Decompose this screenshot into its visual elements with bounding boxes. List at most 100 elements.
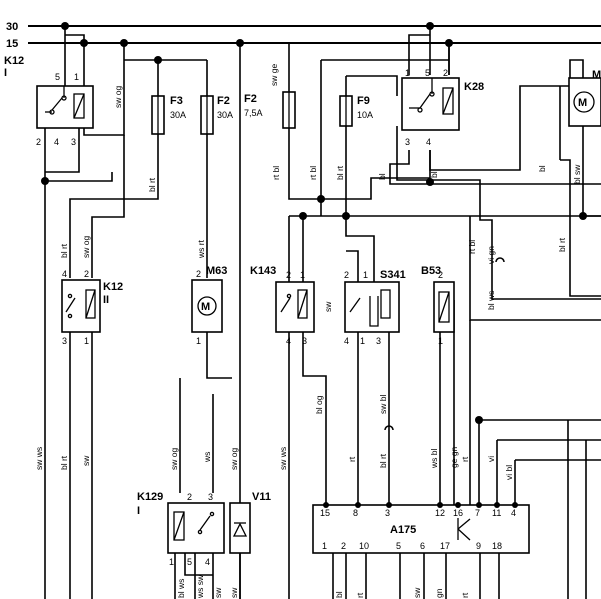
wire-ge-gn: ge gn (449, 446, 459, 468)
bus-15: 15 (6, 38, 601, 50)
f2a-name: F2 (217, 95, 230, 107)
a175-top-pin-15: 15 (320, 508, 330, 518)
f3-name: F3 (170, 95, 183, 107)
k12-ii-pin4: 4 (62, 269, 67, 279)
wire-rt-bl-b: rt bl (308, 166, 318, 180)
a175-bot-pin-5: 5 (396, 541, 401, 551)
k12-ii-pin3: 3 (62, 336, 67, 346)
wire-ws-m63: ws (202, 452, 212, 463)
k28-pin5: 5 (425, 68, 430, 78)
wire-bl-rt-right: bl rt (557, 237, 567, 252)
wire-sw-s341: sw (323, 301, 333, 312)
a175-bot-pin-17: 17 (440, 541, 450, 551)
k129-pin4: 4 (205, 557, 210, 567)
wire-ws-bl: ws bl (429, 449, 439, 469)
k12-ii-name: K12 (103, 281, 123, 293)
a175-top-pin-11: 11 (492, 508, 501, 518)
wire-ws-rt: ws rt (196, 239, 206, 259)
wire-sw-ws-k143: sw ws (278, 447, 288, 470)
wire-bl-right: bl (537, 165, 547, 172)
bus-30-label: 30 (6, 21, 18, 33)
wire-bot-gn: gn (434, 588, 444, 598)
k143-pin2: 2 (286, 270, 291, 280)
f9-rating: 10A (357, 110, 373, 120)
wire-bl-rt-f9: bl rt (335, 165, 345, 180)
b53-name: B53 (421, 265, 441, 277)
wire-sw-bl: sw bl (378, 395, 388, 414)
a175-top-pin-8: 8 (353, 508, 358, 518)
s341-pin4: 4 (344, 336, 349, 346)
a175-bot-pin-10: 10 (359, 541, 369, 551)
a175-top-pin-3: 3 (385, 508, 390, 518)
fuse-f9: F9 10A (339, 95, 373, 127)
k28-pin3: 3 (405, 137, 410, 147)
k12-ii-sub: II (103, 294, 109, 306)
wire-bot-bl: bl (334, 591, 344, 598)
wire-bl-og: bl og (314, 395, 324, 414)
wire-rt-mid: rt (347, 456, 357, 462)
bus-30: 30 (6, 21, 601, 33)
a175-name: A175 (390, 524, 416, 536)
b53-pin2: 2 (438, 270, 443, 280)
f3-rating: 30A (170, 110, 186, 120)
k129-pin1: 1 (169, 557, 174, 567)
relay-k28: K28 1 5 2 3 4 (401, 68, 484, 147)
a175-bot-pin-6: 6 (420, 541, 425, 551)
a175-bot-pin-2: 2 (341, 541, 346, 551)
f2b-rating: 7,5A (244, 108, 263, 118)
v11-name: V11 (252, 491, 271, 503)
wire-bl-ws: bl ws (486, 291, 496, 310)
wire-sw-ws-left: sw ws (34, 447, 44, 470)
wire-sw-ge: sw ge (269, 64, 279, 86)
k129-name: K129 (137, 491, 163, 503)
wire-bl-k28: bl (429, 171, 439, 178)
m63-glyph: M (201, 301, 210, 313)
wire-bot-ws-sw: ws sw (195, 574, 205, 599)
relay-k129-i: K129 I 2 3 1 5 4 (137, 491, 225, 567)
k12-i-pin3: 3 (71, 137, 76, 147)
wire-bl-rt-f3: bl rt (147, 177, 157, 192)
k12-i-pin4: 4 (54, 137, 59, 147)
wire-vi-gn: vi gn (486, 246, 496, 264)
k143-pin3: 3 (302, 336, 307, 346)
sensor-b53: B53 2 1 (421, 265, 455, 346)
k12-ii-pin2: 2 (84, 269, 89, 279)
wire-bl-rt-a175: bl rt (378, 453, 388, 468)
k129-pin3: 3 (208, 492, 213, 502)
f9-name: F9 (357, 95, 370, 107)
f2b-name: F2 (244, 93, 257, 105)
wire-sw-og-top: sw og (113, 86, 123, 108)
m63-name: M63 (206, 265, 227, 277)
a175-pin-dots (323, 502, 518, 508)
a175-bot-pin-18: 18 (492, 541, 502, 551)
wire-color-labels: sw og sw ge bl rt bl rt sw og ws rt rt b… (34, 64, 582, 599)
module-a175: A175 15 8 3 12 16 7 11 4 1 2 10 5 6 17 9… (312, 504, 530, 554)
switch-s341: S341 2 1 4 1 3 (344, 269, 406, 346)
wire-bot-sw-k129: sw (213, 587, 223, 598)
a175-top-pin-12: 12 (435, 508, 445, 518)
wire-rt-bl-c: rt bl (467, 240, 477, 254)
wire-sw-og-k12: sw og (81, 236, 91, 258)
k129-pin5: 5 (187, 557, 192, 567)
wire-vi-bl: vi bl (504, 465, 514, 480)
wire-bl-rt-low: bl rt (59, 455, 69, 470)
wire-bot-sw-v11: sw (229, 587, 239, 598)
motor-right-name: M (592, 69, 601, 81)
wire-sw-og-v11: sw og (229, 448, 239, 470)
fuse-f2-7-5a: F2 7,5A (244, 91, 296, 129)
wire-bot-rt: rt (355, 592, 365, 598)
f2a-rating: 30A (217, 110, 233, 120)
fuse-f2-30a: F2 30A (200, 95, 233, 135)
wire-sw-og-k129: sw og (169, 448, 179, 470)
wire-bl: bl (377, 173, 387, 180)
motor-right: M M (568, 69, 601, 127)
motor-m63: M M63 2 1 (191, 265, 227, 346)
m63-pin1: 1 (196, 336, 201, 346)
s341-pin1b: 1 (360, 336, 365, 346)
a175-bot-pin-9: 9 (476, 541, 481, 551)
k143-pin4: 4 (286, 336, 291, 346)
relay-k143: K143 2 1 4 3 (250, 265, 315, 346)
motor-right-glyph: M (578, 97, 587, 109)
a175-top-pin-7: 7 (475, 508, 480, 518)
k129-sub: I (137, 505, 140, 517)
